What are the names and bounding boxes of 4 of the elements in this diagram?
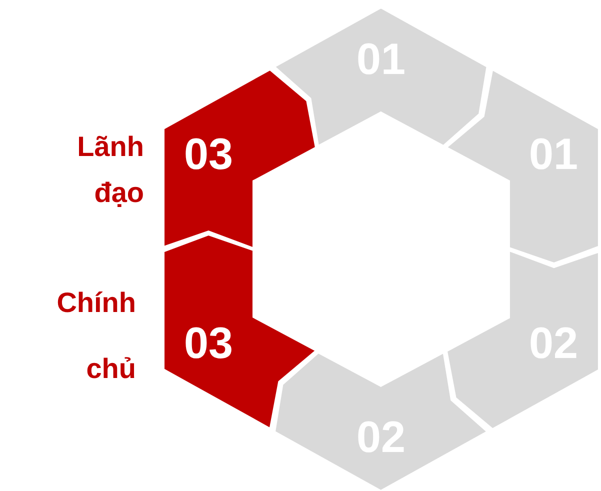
step-number: 03 [184, 132, 233, 176]
step-number: 03 [184, 322, 233, 366]
step-label: Lãnh đạo [76, 130, 144, 210]
step-label: Chính chủ [56, 286, 136, 386]
